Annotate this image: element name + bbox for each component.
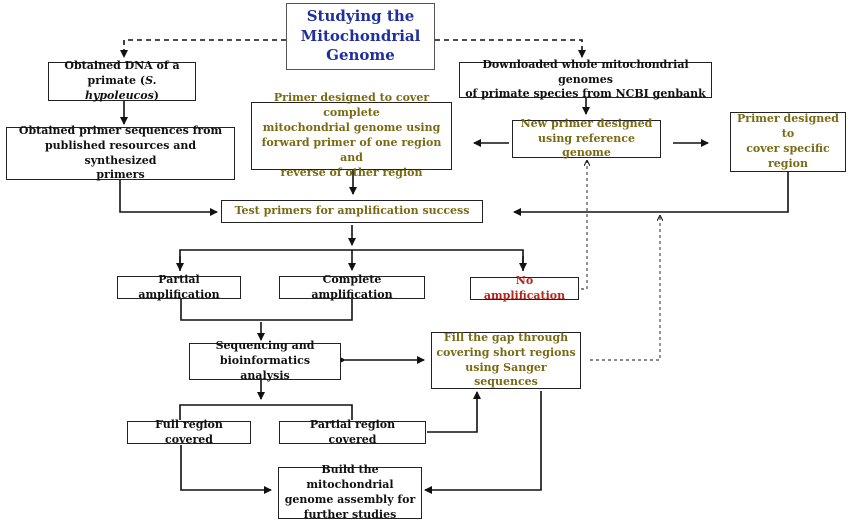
title-box: Studying the Mitochondrial Genome bbox=[286, 3, 435, 70]
new-primer-box: New primer designed using reference geno… bbox=[512, 116, 661, 159]
partial-amplification-label: Partial amplification bbox=[138, 272, 220, 301]
no-amplification-box: No amplification bbox=[470, 274, 579, 302]
dashed-no-amp-to-new bbox=[581, 161, 587, 290]
obtained-primer-line-2: published resources and synthesized bbox=[44, 138, 197, 167]
build-line-2: genome assembly for bbox=[284, 493, 416, 506]
obtained-dna-label: Obtained DNA of a primate (S. hypoleucos… bbox=[64, 59, 180, 102]
test-primers-label: Test primers for amplification success bbox=[234, 204, 470, 218]
new-primer-line-2: using reference genome bbox=[538, 131, 635, 160]
sequencing-line-2: bioinformatics analysis bbox=[219, 354, 311, 382]
primer-complete-line-1: Primer designed to cover complete bbox=[273, 91, 430, 120]
partial-region-box: Partial region covered bbox=[279, 418, 426, 446]
arrow-full-to-build bbox=[180, 445, 272, 494]
downloaded-line-2: of primate species from NCBI genbank bbox=[465, 87, 706, 101]
obtained-primer-line-1: Obtained primer sequences from bbox=[18, 123, 223, 137]
sequencing-box: Sequencing and bioinformatics analysis bbox=[189, 339, 341, 382]
primer-specific-line-3: region bbox=[768, 156, 808, 170]
new-primer-line-1: New primer designed bbox=[520, 116, 653, 130]
fill-gap-line-3: using Sanger sequences bbox=[465, 360, 547, 389]
obtained-primer-box: Obtained primer sequences from published… bbox=[6, 123, 235, 182]
fill-gap-box: Fill the gap through covering short regi… bbox=[431, 330, 581, 389]
region-connector bbox=[179, 404, 353, 420]
complete-amplification-label: Complete amplification bbox=[311, 272, 393, 301]
arrow-fill-to-build bbox=[424, 391, 542, 494]
dashed-connector-title-left bbox=[120, 39, 286, 58]
species-name: S. hypoleucos bbox=[84, 74, 157, 102]
arrow-primer-to-test bbox=[119, 180, 218, 216]
build-assembly-box: Build the mitochondrial genome assembly … bbox=[278, 463, 422, 521]
sequencing-line-1: Sequencing and bbox=[215, 339, 315, 353]
dashed-fill-to-specific bbox=[590, 216, 660, 361]
complete-amplification-box: Complete amplification bbox=[279, 273, 425, 301]
primer-complete-line-2: mitochondrial genome using bbox=[262, 121, 441, 135]
arrow-specific-to-test bbox=[513, 172, 789, 216]
partial-amplification-box: Partial amplification bbox=[117, 273, 241, 301]
no-amplification-label: No amplification bbox=[483, 273, 566, 302]
build-line-3: further studies bbox=[303, 507, 397, 521]
partial-region-label: Partial region covered bbox=[309, 417, 396, 446]
dashed-connector-title-right bbox=[435, 39, 586, 58]
fill-gap-line-2: covering short regions bbox=[436, 345, 576, 359]
title-line-2: Mitochondrial bbox=[300, 26, 421, 45]
test-primers-box: Test primers for amplification success bbox=[221, 200, 483, 223]
build-line-1: Build the mitochondrial bbox=[306, 463, 394, 492]
primer-complete-line-3: forward primer of one region and bbox=[261, 136, 442, 164]
primer-specific-box: Primer designed to cover specific region bbox=[730, 112, 846, 172]
arrow-partial-to-fill bbox=[427, 391, 481, 433]
primer-specific-line-1: Primer designed to bbox=[737, 112, 839, 141]
primer-complete-line-4: reverse of other region bbox=[280, 165, 423, 179]
full-region-box: Full region covered bbox=[127, 418, 251, 446]
primer-complete-box: Primer designed to cover complete mitoch… bbox=[251, 91, 452, 179]
full-region-label: Full region covered bbox=[155, 417, 223, 446]
downloaded-genomes-box: Downloaded whole mitochondrial genomes o… bbox=[459, 58, 712, 100]
obtained-dna-box: Obtained DNA of a primate (S. hypoleucos… bbox=[48, 59, 196, 102]
fill-gap-line-1: Fill the gap through bbox=[443, 330, 569, 344]
downloaded-line-1: Downloaded whole mitochondrial genomes bbox=[482, 57, 689, 86]
title-line-1: Studying the bbox=[306, 7, 415, 26]
primer-specific-line-2: cover specific bbox=[746, 142, 830, 155]
obtained-primer-line-3: primers bbox=[96, 168, 145, 182]
title-line-3: Genome bbox=[326, 46, 395, 65]
merge-connector bbox=[180, 299, 353, 321]
